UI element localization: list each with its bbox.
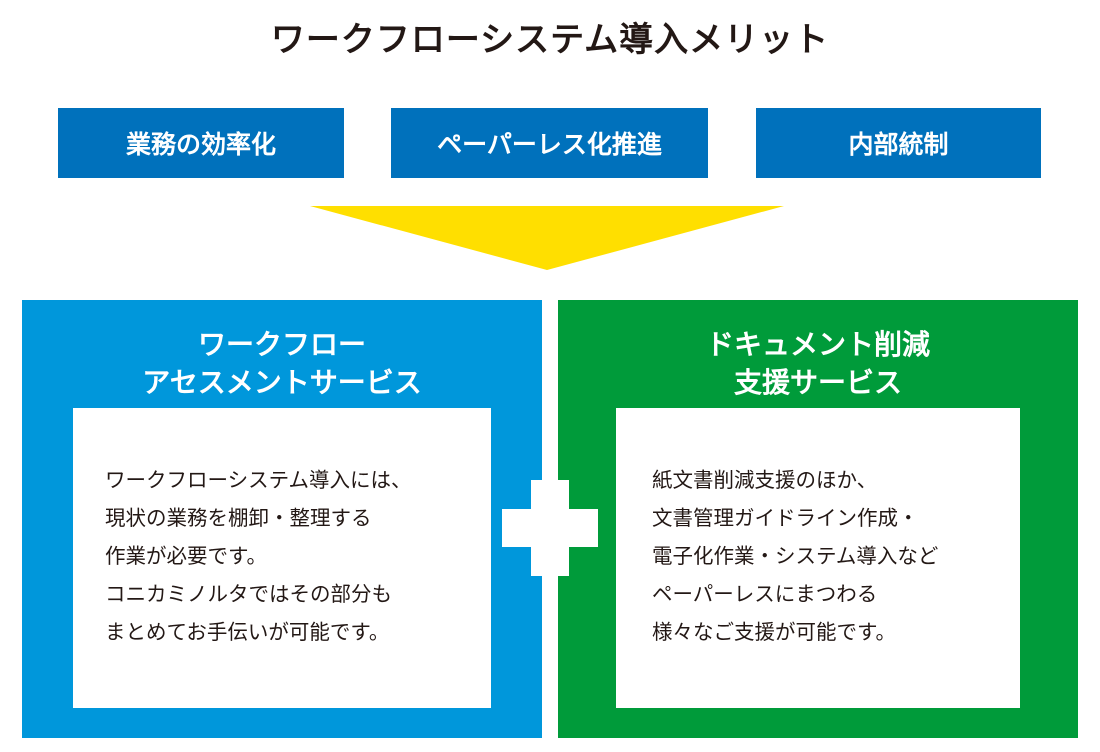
heading-line: ドキュメント削減 bbox=[705, 328, 930, 361]
document-reduction-box: 紙文書削減支援のほか、 文書管理ガイドライン作成・ 電子化作業・システム導入など… bbox=[616, 408, 1020, 708]
description-line: まとめてお手伝いが可能です。 bbox=[105, 620, 390, 644]
description-line: 現状の業務を棚卸・整理する bbox=[105, 506, 372, 530]
merit-internal-control: 内部統制 bbox=[756, 108, 1041, 178]
heading-line: 支援サービス bbox=[733, 366, 902, 399]
description-line: ペーパーレスにまつわる bbox=[652, 582, 878, 606]
assessment-service-box: ワークフローシステム導入には、 現状の業務を棚卸・整理する 作業が必要です。 コ… bbox=[73, 408, 491, 708]
assessment-service-heading: ワークフロー アセスメントサービス bbox=[22, 326, 542, 402]
document-reduction-heading: ドキュメント削減 支援サービス bbox=[558, 326, 1078, 402]
heading-line: ワークフロー bbox=[197, 328, 366, 361]
merit-paperless: ペーパーレス化推進 bbox=[391, 108, 708, 178]
description-line: 紙文書削減支援のほか、 bbox=[652, 468, 878, 492]
merit-efficiency: 業務の効率化 bbox=[58, 108, 344, 178]
description-line: ワークフローシステム導入には、 bbox=[105, 468, 412, 492]
assessment-service-description: ワークフローシステム導入には、 現状の業務を棚卸・整理する 作業が必要です。 コ… bbox=[105, 461, 411, 651]
diagram-title: ワークフローシステム導入メリット bbox=[270, 20, 830, 60]
description-line: 文書管理ガイドライン作成・ bbox=[652, 506, 919, 530]
down-arrow-icon bbox=[310, 206, 784, 270]
plus-horizontal-bar bbox=[502, 509, 598, 547]
document-reduction-description: 紙文書削減支援のほか、 文書管理ガイドライン作成・ 電子化作業・システム導入など… bbox=[652, 461, 938, 651]
description-line: 作業が必要です。 bbox=[105, 544, 267, 568]
assessment-service-panel: ワークフロー アセスメントサービス ワークフローシステム導入には、 現状の業務を… bbox=[22, 300, 542, 738]
document-reduction-panel: ドキュメント削減 支援サービス 紙文書削減支援のほか、 文書管理ガイドライン作成… bbox=[558, 300, 1078, 738]
description-line: コニカミノルタではその部分も bbox=[105, 582, 392, 606]
description-line: 電子化作業・システム導入など bbox=[652, 544, 939, 568]
heading-line: アセスメントサービス bbox=[142, 366, 422, 399]
description-line: 様々なご支援が可能です。 bbox=[652, 620, 896, 644]
